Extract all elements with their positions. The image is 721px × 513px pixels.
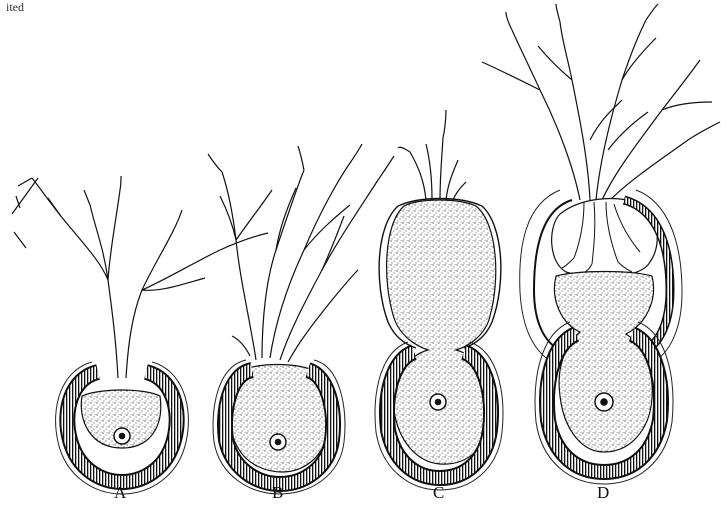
hyphae-d	[482, 4, 720, 202]
label-a: A	[114, 483, 126, 503]
label-d: D	[597, 483, 609, 503]
figure-d	[482, 4, 720, 484]
hyphae-a	[12, 176, 268, 378]
hyphae-b	[208, 144, 394, 362]
label-c: C	[433, 483, 444, 503]
text-fragment: ited	[6, 0, 24, 15]
label-b: B	[272, 483, 283, 503]
protoplasm-d	[554, 272, 653, 453]
figure-b	[208, 144, 394, 494]
protoplasm-c	[387, 200, 496, 464]
figure-c	[375, 110, 503, 490]
hyphae-c	[398, 110, 466, 202]
